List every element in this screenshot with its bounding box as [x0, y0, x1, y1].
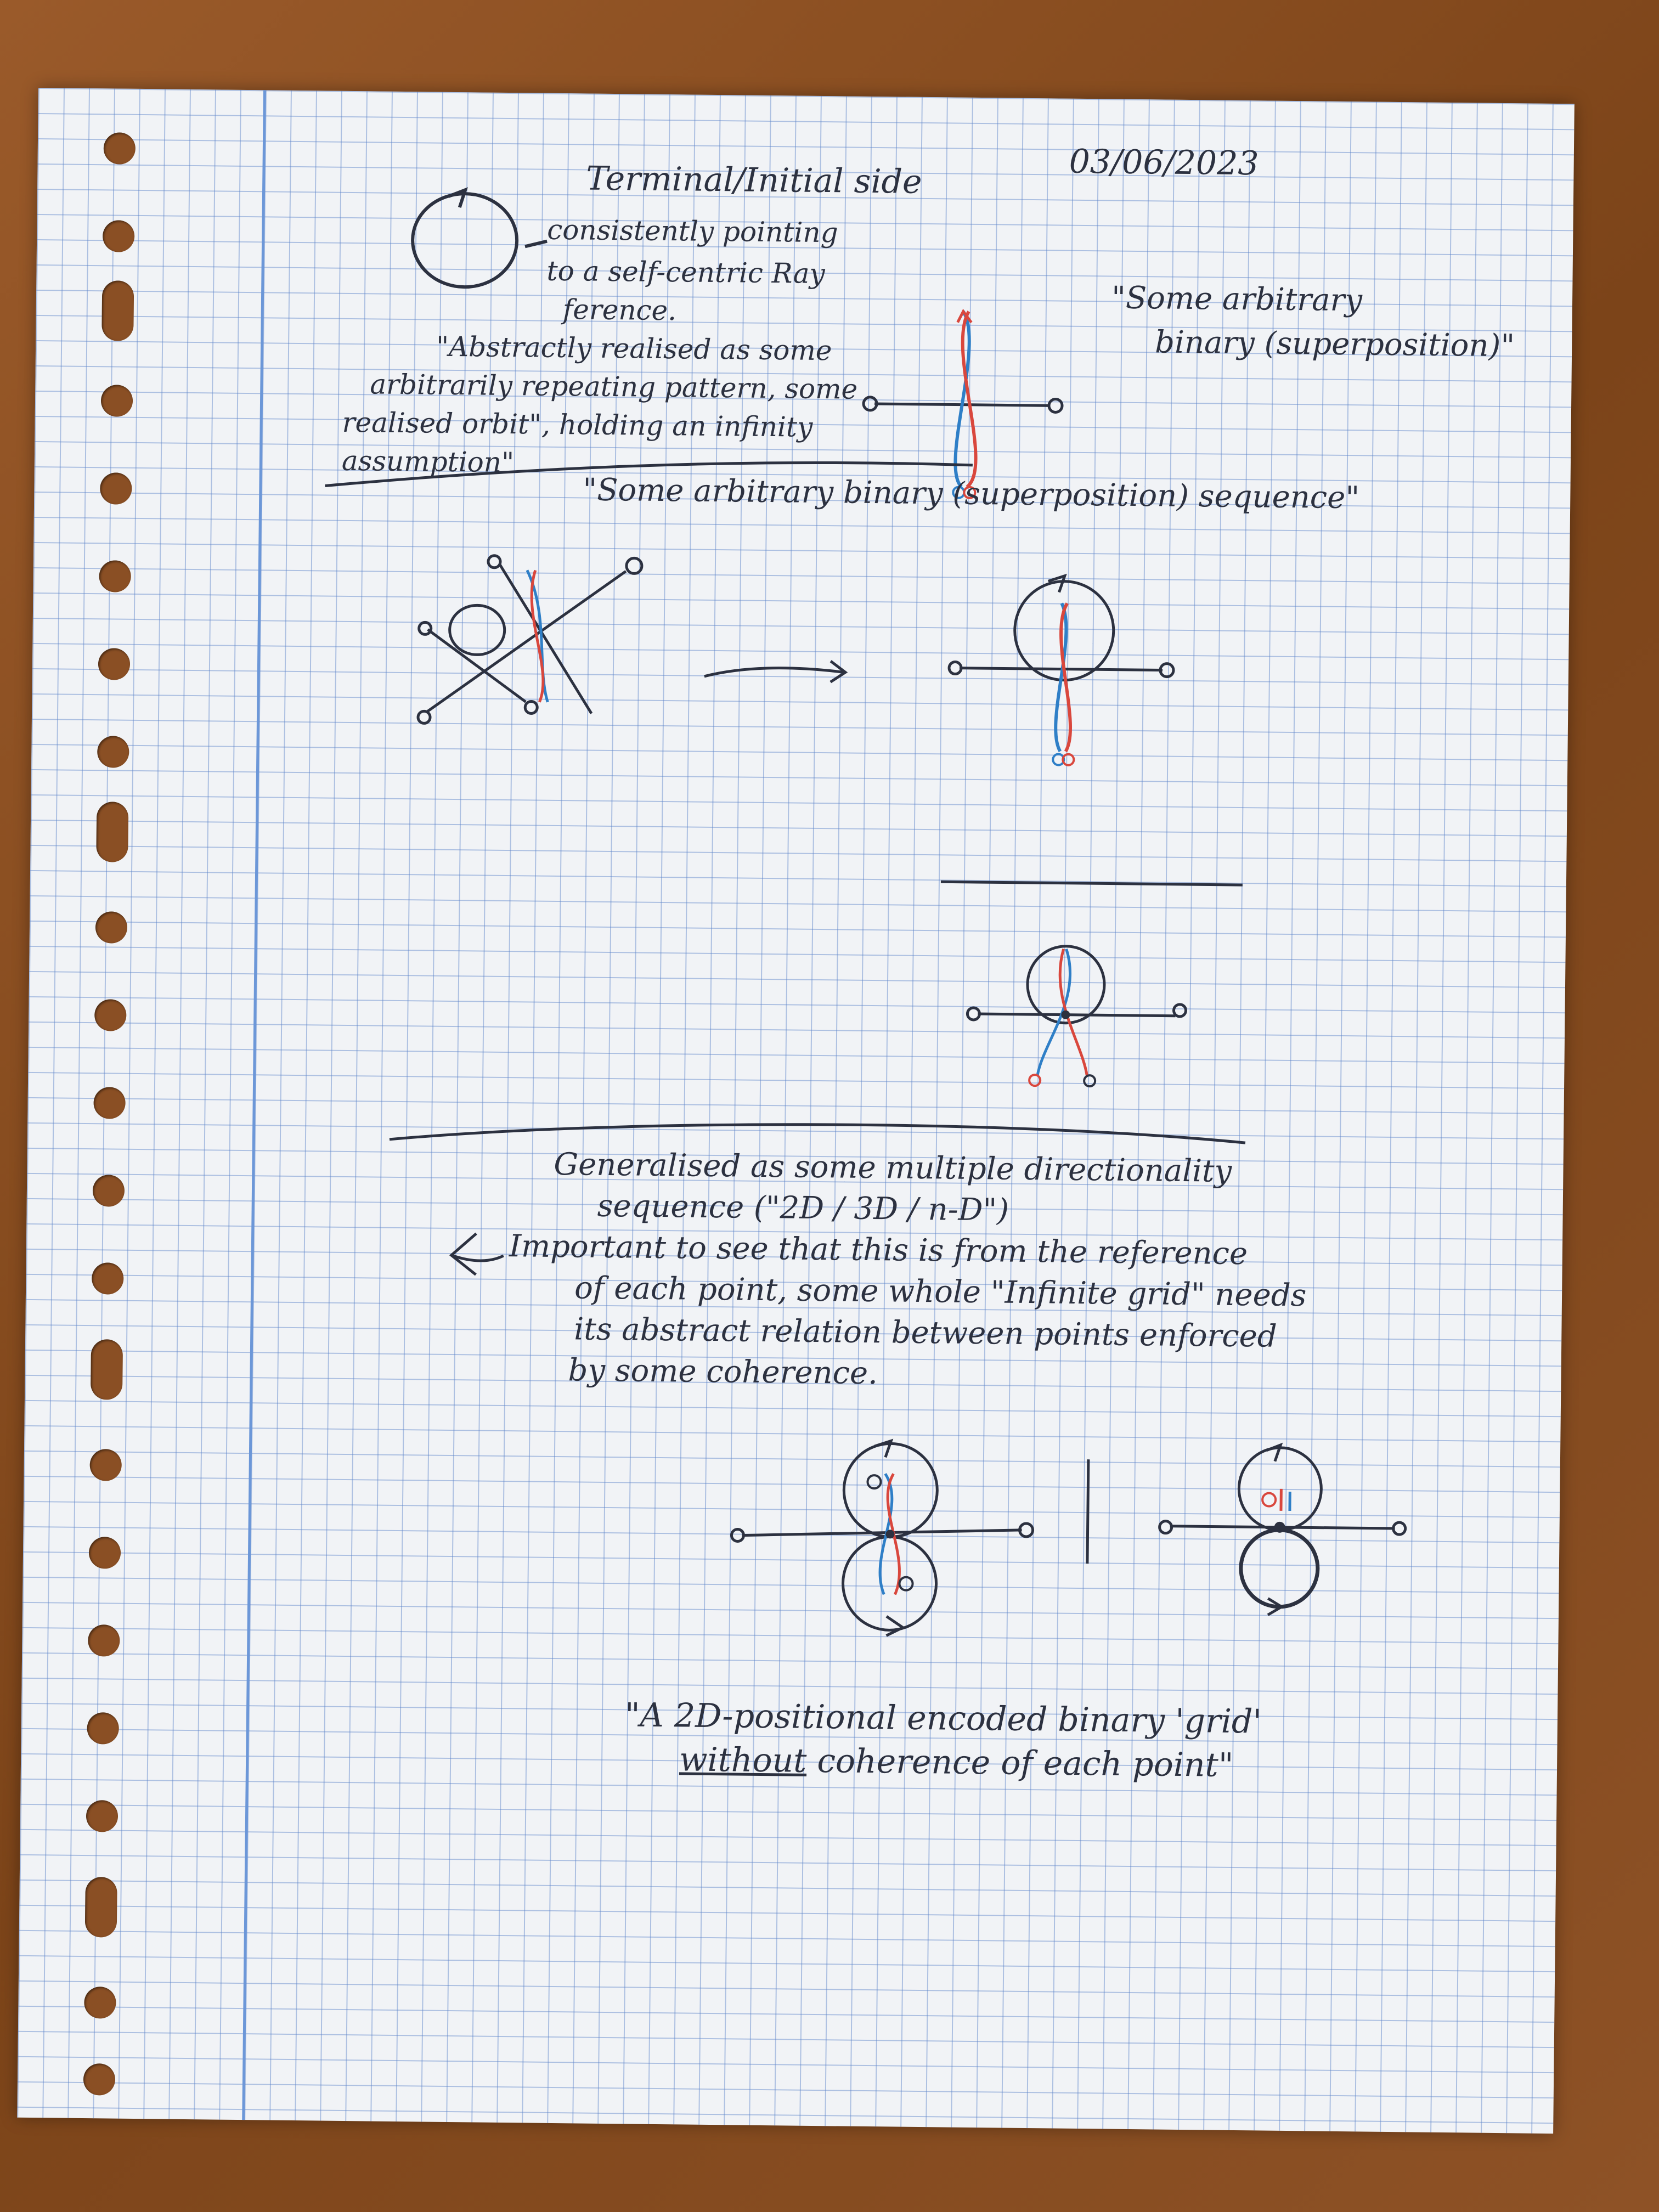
binding-hole — [100, 472, 132, 505]
generalised-line-2: sequence ("2D / 3D / n-D") — [597, 1188, 1009, 1228]
separator-curve — [389, 1123, 1246, 1144]
abstract-note-line-1: "Abstractly realised as some — [436, 330, 832, 367]
binding-hole — [103, 132, 136, 165]
figure-eight-axis-sketch — [862, 308, 1064, 499]
double-loop-sketch — [730, 1438, 1035, 1637]
header-note-line-1: consistently pointing — [547, 213, 838, 249]
binding-hole — [101, 280, 134, 341]
notebook-page: 03/06/2023 Terminal/Initial side consist… — [17, 88, 1575, 2134]
binding-hole — [93, 1087, 126, 1119]
binding-hole — [95, 911, 128, 944]
binding-hole — [86, 1800, 119, 1832]
binding-hole — [89, 1449, 122, 1481]
date: 03/06/2023 — [1069, 142, 1259, 183]
sequence-quote: "Some arbitrary binary (superposition) s… — [583, 472, 1360, 516]
bottom-quote-line-2: without coherence of each point" — [679, 1740, 1234, 1785]
bottom-quote-rest: coherence of each point" — [817, 1742, 1234, 1785]
generalised-line-1: Generalised as some multiple directional… — [554, 1146, 1232, 1189]
page-title: Terminal/Initial side — [585, 159, 922, 201]
binding-hole — [100, 385, 133, 417]
binding-hole — [94, 999, 127, 1031]
important-line-3: its abstract relation between points enf… — [574, 1311, 1278, 1355]
rule-line — [940, 880, 1243, 887]
important-line-1: Important to see that this is from the r… — [509, 1228, 1248, 1272]
binding-hole — [97, 736, 129, 768]
binding-hole — [84, 1877, 117, 1938]
binding-hole — [102, 220, 135, 252]
margin-line — [242, 90, 266, 2120]
binding-hole — [90, 1339, 123, 1400]
small-circle-sketch — [966, 945, 1188, 1088]
bottom-quote-line-1: "A 2D-positional encoded binary 'grid' — [624, 1696, 1262, 1741]
abstract-note-line-2: arbitrarily repeating pattern, some — [370, 368, 858, 405]
binding-hole — [88, 1624, 120, 1657]
binding-hole — [99, 560, 131, 592]
binding-hole — [91, 1262, 124, 1295]
right-quote-line-2: binary (superposition)" — [1154, 324, 1515, 364]
divider-line — [1086, 1459, 1090, 1564]
rotation-circle-sketch — [411, 187, 548, 289]
header-note-line-2: to a self-centric Ray — [546, 255, 826, 290]
binding-hole — [92, 1175, 125, 1207]
binding-hole — [83, 2063, 116, 2096]
binding-hole — [84, 1987, 116, 2019]
important-line-4: by some coherence. — [568, 1352, 878, 1392]
binding-hole — [88, 1537, 121, 1569]
circle-figure-eight-sketch — [947, 573, 1175, 766]
crossed-rays-sketch — [416, 554, 644, 725]
binding-hole — [96, 802, 129, 862]
important-line-2: of each point, some whole "Infinite grid… — [574, 1270, 1307, 1314]
underlined-word: without — [679, 1740, 807, 1780]
header-note-line-3: ference. — [562, 294, 677, 327]
right-quote-line-1: "Some arbitrary — [1111, 280, 1363, 319]
right-loop-sketch — [1158, 1442, 1407, 1616]
separator-curve — [325, 461, 973, 488]
hook-arrow-icon — [449, 1232, 504, 1276]
binding-hole — [98, 648, 131, 680]
transform-arrow — [704, 660, 848, 684]
binding-hole — [87, 1712, 119, 1745]
